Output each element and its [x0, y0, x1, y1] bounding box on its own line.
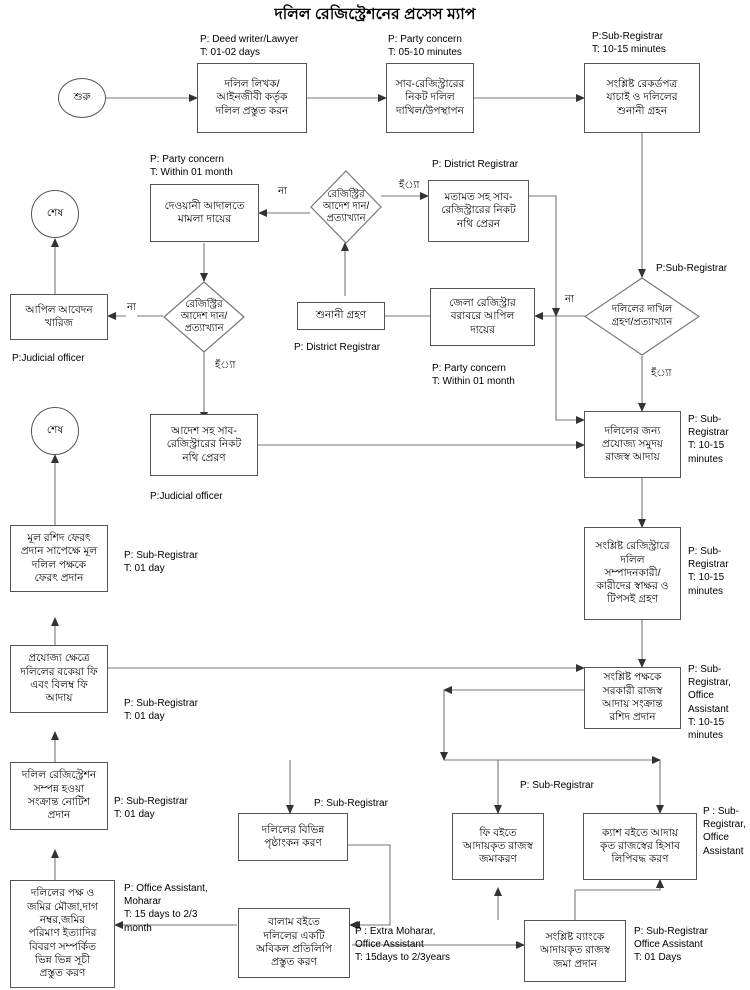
decision-submit[interactable]: দলিলের দাখিল গ্রহণ/প্রত্যাখ্যান: [584, 277, 700, 356]
node-end-top-label: শেষ: [46, 206, 64, 219]
annotation-endorsement: P: Sub-Registrar: [314, 798, 388, 809]
node-index-prepare[interactable]: দলিলের পক্ষ ও জমির মৌজা,দাগ নম্বর,জমির প…: [10, 880, 115, 988]
node-end-mid[interactable]: শেষ: [31, 407, 79, 455]
annotation-submit-to-sr: P: Party concern T: 05-10 minutes: [388, 34, 462, 59]
annotation-fee-book: P: Sub-Registrar: [520, 780, 594, 791]
decision-reg-order-mid[interactable]: রেজিস্ট্রির আদেশ দান/ প্রত্যাখ্যান: [163, 281, 245, 353]
diamond-shape: [584, 277, 700, 356]
node-order-to-sr[interactable]: আদেশ সহ সাব- রেজিস্ট্রারের নিকট নথি প্রে…: [150, 414, 258, 476]
node-record-verify[interactable]: সংশ্লিষ্ট রেকর্ডপত্র যাচাই ও দলিলের শুনা…: [584, 63, 700, 133]
decision-submit-label: দলিলের দাখিল গ্রহণ/প্রত্যাখ্যান: [611, 304, 673, 328]
annotation-receipt-give: P: Sub- Registrar, Office Assistant T: 1…: [688, 664, 731, 741]
node-district-appeal[interactable]: জেলা রেজিস্ট্রার বরাবরে আপিল দায়ের: [430, 288, 535, 346]
node-signature-collect[interactable]: সংশ্লিষ্ট রেজিস্ট্রারে দলিল সম্পাদনকারী/…: [584, 527, 681, 620]
page-title: দলিল রেজিস্ট্রেশনের প্রসেস ম্যাপ: [274, 6, 476, 23]
node-original-return[interactable]: মূল রশিদ ফেরৎ প্রদান সাপেক্ষে মূল দলিল প…: [10, 525, 108, 592]
annotation-original-return: P: Sub-Registrar T: 01 day: [124, 550, 198, 575]
node-hearing[interactable]: শুনানী গ্রহণ: [297, 302, 385, 330]
annotation-appeal-reject: P:Judicial officer: [12, 353, 85, 364]
node-cash-book[interactable]: ক্যাশ বইতে আদায় কৃত রাজস্বের হিসাব লিপি…: [583, 813, 697, 880]
annotation-order-to-sr: P:Judicial officer: [150, 491, 223, 502]
edge-label-no-mid-left: না: [126, 300, 137, 317]
diamond-shape: [163, 281, 245, 353]
annotation-reg-notice: P: Sub-Registrar T: 01 day: [114, 796, 188, 821]
annotation-bank-deposit: P: Sub-Registrar Office Assistant T: 01 …: [634, 926, 708, 964]
node-appeal-reject[interactable]: আপিল আবেদন খারিজ: [10, 294, 108, 340]
node-deed-prepare[interactable]: দলিল লিখক/ আইনজীবী কর্তৃক দলিল প্রস্তুত …: [197, 63, 307, 133]
node-endorsement[interactable]: দলিলের বিভিন্ন পৃষ্ঠাংকন করণ: [238, 813, 348, 861]
node-opinion-to-sr[interactable]: মতামত সহ সাব- রেজিস্ট্রারের নিকট নথি প্র…: [428, 180, 529, 242]
node-start[interactable]: শুরু: [58, 78, 106, 118]
annotation-deed-prepare: P: Deed writer/Lawyer T: 01-02 days: [200, 34, 299, 59]
node-reg-notice[interactable]: দলিল রেজিস্ট্রেশন সম্পন্ন হওয়া সংক্রান্…: [10, 762, 108, 830]
edge-label-yes-submit: হঁ্যা: [650, 366, 673, 383]
edge-label-yes-mid-down: হঁ্যা: [214, 358, 237, 375]
annotation-district-appeal: P: Party concern T: Within 01 month: [432, 363, 515, 388]
decision-reg-order-top[interactable]: রেজিস্ট্রির আদেশ দান/ প্রত্যাখ্যান: [310, 170, 382, 244]
annotation-cash-book: P : Sub- Registrar, Office Assistant: [703, 806, 746, 857]
annotation-record-verify: P:Sub-Registrar T: 10-15 minutes: [592, 31, 666, 56]
node-end-top[interactable]: শেষ: [31, 190, 79, 238]
node-fee-book[interactable]: ফি বইতে আদায়কৃত রাজস্ব জমাকরণ: [452, 813, 544, 880]
annotation-opinion-to-sr: P: District Registrar: [432, 159, 519, 170]
annotation-balam-copy: P : Extra Moharar, Office Assistant T: 1…: [355, 926, 451, 964]
decision-reg-order-top-label: রেজিস্ট্রির আদেশ দান/ প্রত্যাখ্যান: [322, 188, 370, 225]
node-start-label: শুরু: [73, 90, 91, 103]
edge-label-no-top-right: না: [277, 184, 288, 201]
node-civil-court[interactable]: দেওয়ানী আদালতে মামলা দায়ের: [150, 184, 259, 242]
node-revenue-collect[interactable]: দলিলের জন্য প্রযোজ্য সমুদয় রাজস্ব আদায়: [584, 411, 681, 478]
annotation-index-prepare: P: Office Assistant, Moharar T: 15 days …: [124, 883, 208, 934]
node-receipt-give[interactable]: সংশ্লিষ্ট পক্ষকে সরকারী রাজস্ব আদায় সংক…: [584, 667, 681, 729]
node-submit-to-sr[interactable]: সাব-রেজিস্ট্রারের নিকট দলিল দাখিল/উপস্থা…: [386, 63, 474, 133]
node-bank-deposit[interactable]: সংশ্লিষ্ট ব্যাংকে আদায়কৃত রাজস্ব জমা প্…: [524, 920, 626, 982]
annotation-signature-collect: P: Sub- Registrar T: 10-15 minutes: [688, 546, 729, 597]
annotation-hearing: P: District Registrar: [294, 342, 381, 353]
node-due-fee[interactable]: প্রযোজ্য ক্ষেত্রে দলিলের বকেয়া ফি এবং ব…: [10, 645, 108, 713]
edge-label-no-submit: না: [564, 292, 575, 309]
annotation-civil-court: P: Party concern T: Within 01 month: [150, 154, 233, 179]
annotation-revenue-collect: P: Sub- Registrar T: 10-15 minutes: [688, 414, 729, 465]
annotation-due-fee: P: Sub-Registrar T: 01 day: [124, 698, 198, 723]
node-balam-copy[interactable]: বালাম বইতে দলিলের একটি অবিকল প্রতিলিপি প…: [238, 908, 350, 978]
decision-reg-order-mid-label: রেজিস্ট্রির আদেশ দান/ প্রত্যাখ্যান: [180, 298, 228, 335]
annotation-decision-submit: P:Sub-Registrar: [656, 263, 728, 274]
edge-label-yes-top-right: হঁ্যা: [398, 178, 421, 195]
node-end-mid-label: শেষ: [46, 423, 64, 436]
